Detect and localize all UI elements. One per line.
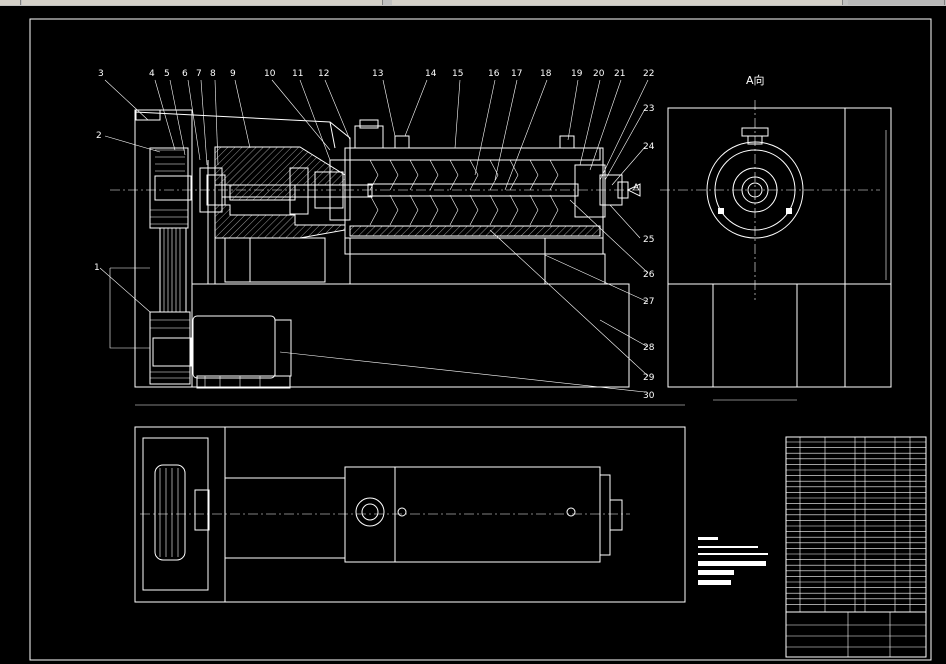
callout-21: 21 bbox=[614, 69, 625, 79]
callout-4: 4 bbox=[149, 69, 155, 79]
title-tab-2[interactable] bbox=[22, 0, 383, 5]
callout-6: 6 bbox=[182, 69, 188, 79]
side-view-a: A向 bbox=[660, 73, 892, 401]
callout-12: 12 bbox=[318, 69, 329, 79]
callout-10: 10 bbox=[264, 69, 276, 79]
front-section-view bbox=[99, 79, 649, 393]
callout-25: 25 bbox=[643, 235, 654, 245]
callout-14: 14 bbox=[425, 69, 437, 79]
callout-24: 24 bbox=[643, 142, 655, 152]
callout-20: 20 bbox=[593, 69, 605, 79]
title-tab-4[interactable] bbox=[848, 0, 945, 5]
callout-28: 28 bbox=[643, 343, 655, 353]
view-label: A向 bbox=[746, 73, 765, 87]
view-arrow-label: A bbox=[633, 183, 640, 193]
callout-8: 8 bbox=[210, 69, 216, 79]
callout-26: 26 bbox=[643, 270, 655, 280]
callout-labels: 3 2 1 4 5 6 7 8 9 10 11 12 13 14 15 16 1… bbox=[94, 69, 655, 401]
technical-notes bbox=[698, 537, 768, 585]
title-tab-3[interactable] bbox=[392, 0, 843, 5]
callout-27: 27 bbox=[643, 297, 654, 307]
callout-19: 19 bbox=[571, 69, 583, 79]
callout-13: 13 bbox=[372, 69, 383, 79]
callout-18: 18 bbox=[540, 69, 552, 79]
title-block bbox=[785, 436, 927, 658]
callout-29: 29 bbox=[643, 373, 655, 383]
callout-16: 16 bbox=[488, 69, 500, 79]
callout-9: 9 bbox=[230, 69, 236, 79]
callout-22: 22 bbox=[643, 69, 654, 79]
callout-30: 30 bbox=[643, 391, 655, 401]
callout-17: 17 bbox=[511, 69, 522, 79]
callout-23: 23 bbox=[643, 104, 654, 114]
cad-drawing-canvas[interactable]: 3 2 1 4 5 6 7 8 9 10 11 12 13 14 15 16 1… bbox=[0, 6, 946, 664]
callout-5: 5 bbox=[164, 69, 170, 79]
callout-11: 11 bbox=[292, 69, 303, 79]
callout-2: 2 bbox=[96, 131, 102, 141]
drawing-border bbox=[29, 18, 932, 661]
title-tab-1[interactable] bbox=[0, 0, 21, 5]
callout-1: 1 bbox=[94, 263, 100, 273]
top-plan-view bbox=[134, 404, 686, 603]
window-title-bar bbox=[0, 0, 946, 6]
callout-7: 7 bbox=[196, 69, 202, 79]
callout-3: 3 bbox=[98, 69, 104, 79]
callout-15: 15 bbox=[452, 69, 463, 79]
